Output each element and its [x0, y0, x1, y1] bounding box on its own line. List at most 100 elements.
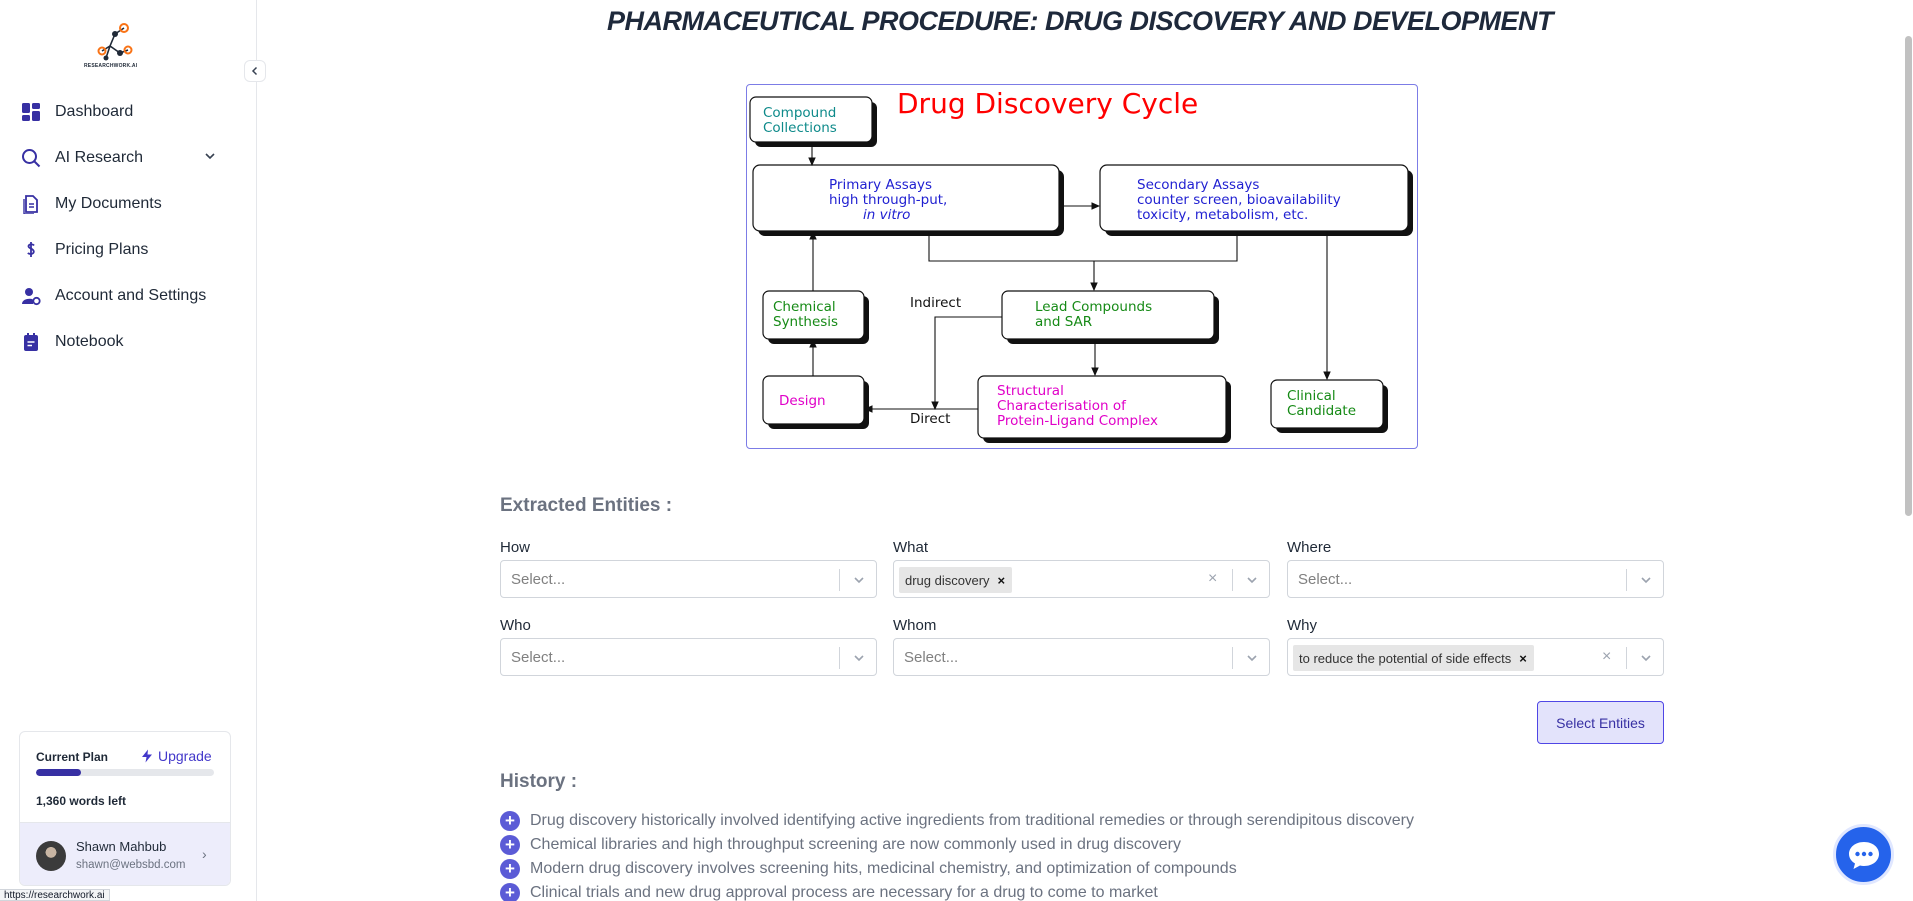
upgrade-link[interactable]: Upgrade: [140, 748, 212, 764]
sidebar-item-pricing-plans[interactable]: Pricing Plans: [0, 227, 257, 273]
sidebar: RESEARCHWORK.AI Dashboard AI Research: [0, 0, 266, 901]
sidebar-nav: Dashboard AI Research My Documents Pri: [0, 89, 257, 365]
upgrade-label: Upgrade: [158, 748, 212, 764]
chip-remove-icon[interactable]: ×: [997, 572, 1006, 588]
primary-line-3: in vitro: [863, 207, 910, 223]
who-select[interactable]: Select...: [500, 638, 877, 676]
plan-title: Current Plan: [36, 750, 109, 764]
drug-discovery-diagram: Drug Discovery Cycle: [746, 84, 1418, 449]
logo-text: RESEARCHWORK.AI: [84, 63, 138, 69]
compound-line-1: Compound: [763, 105, 836, 121]
clinical-line-1: Clinical: [1287, 388, 1336, 404]
select-entities-button[interactable]: Select Entities: [1537, 701, 1664, 744]
notebook-icon: [20, 331, 42, 353]
history-text: Modern drug discovery involves screening…: [530, 860, 1237, 877]
chat-button[interactable]: [1833, 824, 1894, 885]
expand-plus-icon[interactable]: +: [500, 859, 520, 879]
where-label: Where: [1287, 539, 1332, 556]
user-email: shawn@websbd.com: [76, 859, 186, 871]
chevron-down-icon[interactable]: [1244, 650, 1260, 666]
who-label: Who: [500, 617, 531, 634]
history-text: Clinical trials and new drug approval pr…: [530, 884, 1158, 901]
search-icon: [20, 147, 42, 169]
why-chip-label: to reduce the potential of side effects: [1299, 650, 1512, 666]
sidebar-item-ai-research[interactable]: AI Research: [0, 135, 257, 181]
why-label: Why: [1287, 617, 1317, 634]
chevron-down-icon[interactable]: [1638, 572, 1654, 588]
secondary-line-3: toxicity, metabolism, etc.: [1137, 207, 1308, 223]
clear-icon[interactable]: ×: [1602, 648, 1612, 665]
primary-line-1: Primary Assays: [829, 177, 932, 193]
sidebar-item-label: Notebook: [55, 333, 124, 350]
chevron-down-icon[interactable]: [851, 572, 867, 588]
words-usage-bar: [36, 769, 214, 776]
compound-line-2: Collections: [763, 120, 837, 136]
how-label: How: [500, 539, 531, 556]
diagram-title: Drug Discovery Cycle: [897, 87, 1198, 120]
history-heading: History :: [500, 771, 578, 792]
box-secondary-assays: [1099, 164, 1409, 232]
chevron-down-icon[interactable]: [203, 149, 217, 163]
history-text: Chemical libraries and high throughput s…: [530, 836, 1182, 853]
chevron-right-icon: ›: [202, 846, 207, 862]
what-chip: drug discovery ×: [899, 567, 1013, 593]
words-usage-fill: [36, 769, 81, 776]
chemical-line-2: Synthesis: [773, 314, 838, 330]
chemical-line-1: Chemical: [773, 299, 836, 315]
expand-plus-icon[interactable]: +: [500, 835, 520, 855]
chip-remove-icon[interactable]: ×: [1519, 650, 1527, 666]
sidebar-item-account-settings[interactable]: Account and Settings: [0, 273, 257, 319]
history-list: + Drug discovery historically involved i…: [500, 809, 1414, 901]
list-item: + Chemical libraries and high throughput…: [500, 833, 1414, 857]
box-structural: [977, 375, 1227, 439]
what-label: What: [893, 539, 929, 556]
dashboard-icon: [20, 101, 42, 123]
sidebar-item-label: Dashboard: [55, 103, 134, 120]
lead-line-2: and SAR: [1035, 314, 1092, 330]
clinical-line-2: Candidate: [1287, 403, 1356, 419]
logo-icon[interactable]: [84, 20, 146, 70]
list-item: + Modern drug discovery involves screeni…: [500, 857, 1414, 881]
dollar-icon: [20, 239, 42, 261]
structural-line-2: Characterisation of: [997, 398, 1127, 414]
chevron-down-icon[interactable]: [1244, 572, 1260, 588]
user-name: Shawn Mahbub: [76, 839, 167, 854]
chat-bubble-icon: [1848, 841, 1879, 869]
current-plan-card: Current Plan Upgrade 1,360 words left Sh…: [19, 731, 231, 886]
what-chip-label: drug discovery: [905, 572, 990, 588]
collapse-sidebar-button[interactable]: [244, 60, 266, 82]
indirect-label: Indirect: [910, 295, 961, 311]
why-chip: to reduce the potential of side effects …: [1293, 645, 1534, 671]
chevron-down-icon[interactable]: [851, 650, 867, 666]
primary-line-2: high through-put,: [829, 192, 947, 208]
list-item: + Drug discovery historically involved i…: [500, 809, 1414, 833]
where-placeholder: Select...: [1298, 571, 1353, 588]
what-select[interactable]: drug discovery × ×: [893, 560, 1270, 598]
whom-select[interactable]: Select...: [893, 638, 1270, 676]
structural-line-3: Protein-Ligand Complex: [997, 413, 1158, 429]
chevron-down-icon[interactable]: [1638, 650, 1654, 666]
extracted-entities-heading: Extracted Entities :: [500, 495, 673, 516]
box-lead-compounds: [1001, 290, 1215, 340]
where-select[interactable]: Select...: [1287, 560, 1664, 598]
expand-plus-icon[interactable]: +: [500, 883, 520, 901]
page-scrollbar[interactable]: [1905, 36, 1912, 516]
whom-placeholder: Select...: [904, 649, 959, 666]
expand-plus-icon[interactable]: +: [500, 811, 520, 831]
design-label: Design: [779, 393, 826, 409]
sidebar-item-dashboard[interactable]: Dashboard: [0, 89, 257, 135]
why-select[interactable]: to reduce the potential of side effects …: [1287, 638, 1664, 676]
clear-icon[interactable]: ×: [1208, 570, 1218, 587]
box-compound-collections: [749, 96, 873, 143]
document-icon: [20, 193, 42, 215]
user-profile[interactable]: Shawn Mahbub shawn@websbd.com ›: [20, 822, 230, 885]
sidebar-item-notebook[interactable]: Notebook: [0, 319, 257, 365]
sidebar-item-my-documents[interactable]: My Documents: [0, 181, 257, 227]
user-settings-icon: [20, 285, 42, 307]
how-select[interactable]: Select...: [500, 560, 877, 598]
words-left: 1,360 words left: [36, 794, 127, 808]
box-primary-assays: [752, 164, 1060, 232]
list-item: + Clinical trials and new drug approval …: [500, 881, 1414, 901]
page-title: PHARMACEUTICAL PROCEDURE: DRUG DISCOVERY…: [606, 6, 1554, 36]
